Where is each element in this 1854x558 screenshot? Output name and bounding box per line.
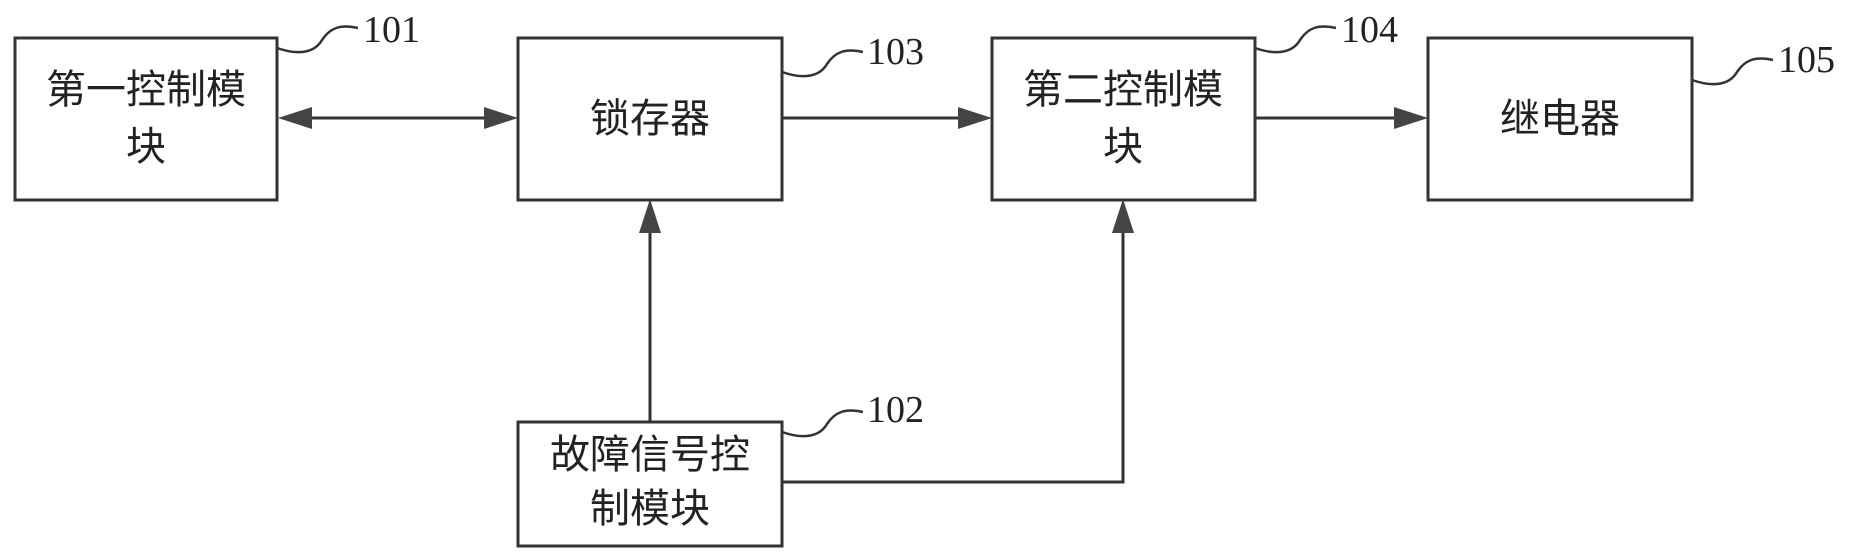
module-104-label-line1: 第二控制模 — [1023, 67, 1223, 113]
connector-102-104 — [782, 228, 1125, 484]
module-102: 故障信号控 制模块 102 — [516, 389, 924, 548]
module-101-label-line1: 第一控制模 — [46, 67, 246, 113]
module-101-label-line2: 块 — [126, 124, 166, 170]
module-104: 第二控制模 块 104 — [990, 9, 1398, 202]
module-102-ref: 102 — [867, 389, 924, 431]
module-105-box — [1426, 36, 1694, 202]
module-102-label-line1: 故障信号控 — [550, 432, 750, 478]
module-102-box — [516, 420, 784, 548]
arrowhead-right-105 — [1394, 107, 1428, 129]
module-105-leader — [1691, 57, 1774, 86]
arrowhead-right-104 — [958, 107, 992, 129]
module-105-label: 继电器 — [1500, 96, 1620, 142]
module-103-box — [516, 36, 784, 202]
arrowhead-up-103 — [639, 199, 661, 233]
module-104-label-line2: 块 — [1103, 124, 1143, 170]
module-101-box — [13, 36, 279, 202]
module-104-box — [990, 36, 1257, 202]
module-104-ref: 104 — [1341, 9, 1398, 51]
module-103-label: 锁存器 — [590, 96, 710, 142]
module-101-ref: 101 — [363, 9, 420, 51]
module-102-leader — [781, 409, 864, 438]
module-103: 锁存器 103 — [516, 31, 924, 202]
module-103-ref: 103 — [867, 31, 924, 73]
arrowhead-right-103 — [484, 107, 518, 129]
module-104-leader — [1254, 25, 1337, 54]
connections — [278, 107, 1428, 484]
arrowhead-left-101 — [278, 107, 312, 129]
module-101-leader — [276, 25, 359, 54]
module-103-leader — [781, 49, 864, 78]
module-105-ref: 105 — [1778, 39, 1835, 81]
module-102-label-line2: 制模块 — [590, 486, 710, 532]
module-101: 第一控制模 块 101 — [13, 9, 420, 202]
arrowhead-up-104 — [1112, 199, 1134, 233]
module-105: 继电器 105 — [1426, 36, 1835, 202]
